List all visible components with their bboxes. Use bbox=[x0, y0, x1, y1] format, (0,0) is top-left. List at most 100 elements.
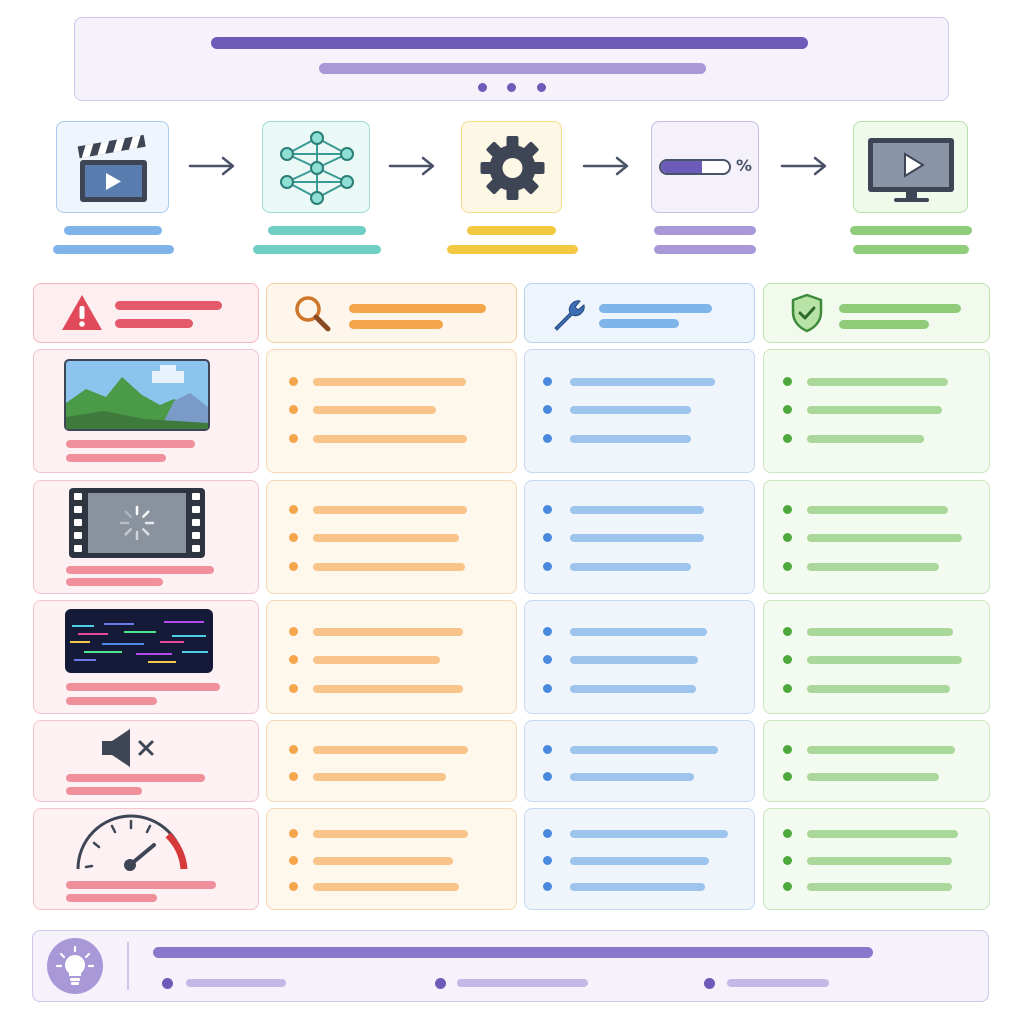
bullet-text-bar bbox=[807, 883, 952, 891]
step-label-bar bbox=[53, 245, 174, 254]
issue-label-bar bbox=[66, 683, 220, 691]
bullet-text-bar bbox=[570, 773, 694, 781]
bullet-dot bbox=[783, 533, 792, 542]
column-title-bar bbox=[115, 301, 222, 310]
issue-label-bar bbox=[66, 881, 216, 889]
prevention-cell bbox=[763, 720, 990, 802]
shield-check-icon bbox=[791, 293, 823, 333]
bullet-dot bbox=[783, 882, 792, 891]
bullet-text-bar bbox=[570, 506, 704, 514]
bullet-dot bbox=[543, 377, 552, 386]
bullet-dot bbox=[543, 434, 552, 443]
bullet-text-bar bbox=[807, 773, 939, 781]
bullet-dot bbox=[289, 882, 298, 891]
column-subtitle-bar bbox=[349, 320, 443, 329]
prevention-cell bbox=[763, 480, 990, 594]
issue-label-bar bbox=[66, 894, 157, 902]
diagnosis-cell bbox=[266, 720, 517, 802]
arrow-right-icon bbox=[780, 156, 827, 176]
footer-bullet-dot bbox=[162, 978, 173, 989]
step-label-bar bbox=[654, 226, 756, 235]
lightbulb-badge bbox=[47, 938, 103, 994]
bullet-dot bbox=[543, 505, 552, 514]
bullet-text-bar bbox=[570, 656, 698, 664]
bullet-dot bbox=[289, 745, 298, 754]
bullet-dot bbox=[783, 405, 792, 414]
bullet-text-bar bbox=[313, 378, 466, 386]
step-label-bar bbox=[850, 226, 972, 235]
bullet-text-bar bbox=[807, 685, 950, 693]
bullet-text-bar bbox=[807, 857, 952, 865]
bullet-text-bar bbox=[313, 628, 463, 636]
landscape-image-icon bbox=[64, 359, 210, 431]
column-title-bar bbox=[349, 304, 486, 313]
footer-divider bbox=[127, 942, 129, 990]
footer-tip bbox=[32, 930, 989, 1002]
pager-dot[interactable] bbox=[507, 83, 516, 92]
pager-dot[interactable] bbox=[478, 83, 487, 92]
footer-bullet-dot bbox=[435, 978, 446, 989]
bullet-text-bar bbox=[807, 406, 942, 414]
bullet-dot bbox=[783, 655, 792, 664]
bullet-text-bar bbox=[570, 830, 728, 838]
neural-network-icon bbox=[280, 131, 354, 205]
bullet-dot bbox=[783, 772, 792, 781]
bullet-text-bar bbox=[570, 883, 705, 891]
prevention-cell bbox=[763, 600, 990, 714]
header-title-bar bbox=[211, 37, 808, 49]
bullet-dot bbox=[289, 684, 298, 693]
issue-label-bar bbox=[66, 787, 142, 795]
issue-cell-image-quality bbox=[33, 349, 259, 473]
diagnosis-cell bbox=[266, 808, 517, 910]
bullet-dot bbox=[783, 684, 792, 693]
bullet-dot bbox=[289, 533, 298, 542]
issue-label-bar bbox=[66, 440, 195, 448]
pipeline-step-processing bbox=[461, 121, 562, 213]
bullet-dot bbox=[543, 405, 552, 414]
bullet-dot bbox=[289, 505, 298, 514]
bullet-text-bar bbox=[313, 883, 459, 891]
bullet-text-bar bbox=[313, 746, 468, 754]
column-subtitle-bar bbox=[115, 319, 193, 328]
bullet-text-bar bbox=[807, 534, 962, 542]
pipeline-step-progress: % bbox=[651, 121, 759, 213]
bullet-dot bbox=[543, 533, 552, 542]
bullet-dot bbox=[289, 562, 298, 571]
footer-bullet-bar bbox=[457, 979, 588, 987]
pager-dot[interactable] bbox=[537, 83, 546, 92]
bullet-dot bbox=[543, 772, 552, 781]
bullet-text-bar bbox=[807, 830, 958, 838]
bullet-dot bbox=[783, 377, 792, 386]
bullet-text-bar bbox=[313, 857, 453, 865]
column-header-problem bbox=[33, 283, 259, 343]
bullet-dot bbox=[783, 434, 792, 443]
step-label-bar bbox=[447, 245, 578, 254]
percent-symbol: % bbox=[736, 156, 753, 175]
bullet-dot bbox=[783, 856, 792, 865]
step-label-bar bbox=[253, 245, 381, 254]
pipeline-step-input bbox=[56, 121, 169, 213]
diagnosis-cell bbox=[266, 349, 517, 473]
film-loading-icon bbox=[69, 488, 205, 558]
bullet-dot bbox=[543, 882, 552, 891]
issue-cell-loading bbox=[33, 480, 259, 594]
fix-cell bbox=[524, 808, 755, 910]
wrench-icon bbox=[554, 300, 585, 331]
monitor-play-icon bbox=[868, 138, 954, 202]
bullet-dot bbox=[289, 772, 298, 781]
bullet-text-bar bbox=[570, 685, 696, 693]
bullet-text-bar bbox=[807, 435, 924, 443]
issue-cell-glitch bbox=[33, 600, 259, 714]
bullet-text-bar bbox=[570, 857, 709, 865]
bullet-text-bar bbox=[313, 656, 440, 664]
bullet-dot bbox=[289, 627, 298, 636]
bullet-text-bar bbox=[313, 830, 468, 838]
bullet-dot bbox=[543, 562, 552, 571]
issue-label-bar bbox=[66, 578, 163, 586]
bullet-dot bbox=[289, 829, 298, 838]
bullet-text-bar bbox=[313, 563, 465, 571]
bullet-text-bar bbox=[570, 563, 691, 571]
bullet-dot bbox=[289, 655, 298, 664]
bullet-dot bbox=[543, 829, 552, 838]
pipeline-step-output bbox=[853, 121, 968, 213]
